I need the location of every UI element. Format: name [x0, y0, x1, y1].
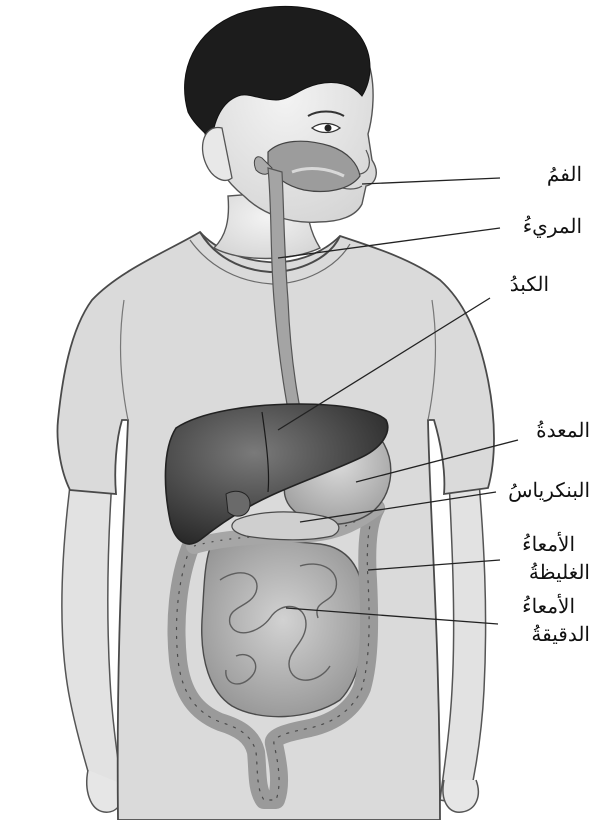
small-intestine-organ — [202, 541, 365, 716]
left-arm — [62, 470, 124, 812]
label-large-intestine-line2: الغليظةُ — [529, 560, 590, 585]
pancreas-organ — [232, 512, 339, 540]
label-stomach: المعدةُ — [536, 418, 590, 443]
label-pancreas: البنكرياسُ — [508, 478, 590, 503]
leader-mouth — [362, 178, 500, 184]
label-mouth: الفمُ — [547, 162, 582, 187]
label-large-intestine-line1: الأمعاءُ — [522, 532, 575, 557]
label-small-intestine-line2: الدقيقةُ — [531, 622, 590, 647]
right-arm — [440, 460, 486, 812]
label-small-intestine-line1: الأمعاءُ — [522, 594, 575, 619]
label-liver: الكبدُ — [510, 272, 549, 297]
label-esophagus: المريءُ — [523, 214, 582, 239]
